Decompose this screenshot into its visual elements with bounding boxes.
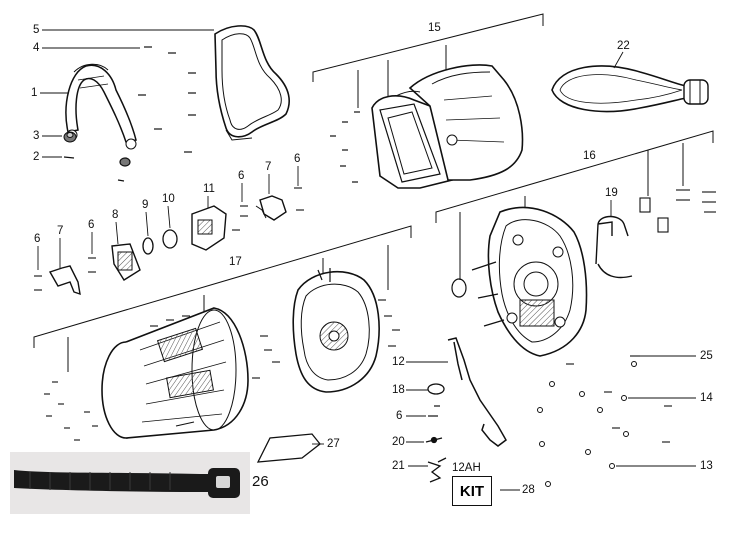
callout-6: 6 xyxy=(88,219,95,231)
part-10-oring xyxy=(162,229,178,249)
part-14-washers xyxy=(537,361,637,487)
callout-26: 22 xyxy=(617,40,630,52)
part-11-bracket xyxy=(191,205,227,251)
part-17-screws xyxy=(44,299,400,441)
part-17-end-cover xyxy=(292,268,380,393)
callout-7: 7 xyxy=(57,225,64,237)
cable-tie-strap-image xyxy=(14,468,240,498)
callout-7: 7 xyxy=(265,161,272,173)
part-21-pin xyxy=(425,436,443,444)
callout-5: 5 xyxy=(33,24,40,36)
bracket-17 xyxy=(33,225,412,372)
part-8-clamp xyxy=(111,243,141,281)
part-7-clip-left xyxy=(48,265,81,296)
part-7-clip-right xyxy=(255,195,287,221)
part-19-wire-bracket xyxy=(595,215,633,279)
callout-6: 6 xyxy=(238,170,245,182)
part-2-screw xyxy=(63,156,131,182)
callout-14: 14 xyxy=(700,392,713,404)
part-15-housing xyxy=(371,64,524,189)
callout-16: 16 xyxy=(583,150,596,162)
callout-21: 20 xyxy=(392,436,405,448)
part-6-screw-lower xyxy=(428,405,440,417)
part-1-handle xyxy=(65,63,137,150)
part-25-tag xyxy=(256,433,321,463)
kit-part-number: 12AH xyxy=(452,462,481,474)
part-12-lever xyxy=(447,337,507,447)
callout-17: 17 xyxy=(229,256,242,268)
part-16-gear-housing xyxy=(471,206,588,357)
part-16-small-brackets xyxy=(639,189,716,233)
part-4-screws xyxy=(138,46,196,153)
callout-20: 25 xyxy=(700,350,713,362)
part-9-oring xyxy=(142,237,154,255)
callout-25: 27 xyxy=(327,438,340,450)
bracket-16 xyxy=(435,130,714,280)
part-5-cover-gasket xyxy=(214,25,290,141)
callout-18: 18 xyxy=(392,384,405,396)
part-18-oring xyxy=(427,383,445,395)
part-16-oring xyxy=(451,278,467,298)
callout-22: 21 xyxy=(392,460,405,472)
part-6-screws xyxy=(34,187,304,291)
callout-9: 9 xyxy=(142,199,149,211)
part-26-strap-loop xyxy=(551,65,709,113)
callout-6: 6 xyxy=(34,233,41,245)
callout-6: 6 xyxy=(294,153,301,165)
part-15-screws xyxy=(330,111,360,183)
callout-3: 3 xyxy=(33,130,40,142)
callout-13: 13 xyxy=(700,460,713,472)
callout-11: 11 xyxy=(203,183,215,195)
leader-lines xyxy=(37,29,696,491)
callout-2: 2 xyxy=(33,151,40,163)
callout-4: 4 xyxy=(33,42,40,54)
kit-box: KIT xyxy=(452,476,492,506)
callout-6: 6 xyxy=(396,410,403,422)
part-27-photo xyxy=(10,452,250,514)
callout-28: 28 xyxy=(522,484,535,496)
callout-15: 15 xyxy=(428,22,441,34)
callout-10: 10 xyxy=(162,193,175,205)
part-3-knob xyxy=(63,131,77,143)
part-17-rotor-assembly xyxy=(101,307,249,439)
callout-1: 1 xyxy=(31,87,38,99)
part-22-fitting xyxy=(427,457,447,483)
callout-12: 12 xyxy=(392,356,405,368)
callout-27: 26 xyxy=(252,473,269,490)
part-13-screws xyxy=(566,355,672,443)
callout-19: 19 xyxy=(605,187,618,199)
callout-8: 8 xyxy=(112,209,119,221)
